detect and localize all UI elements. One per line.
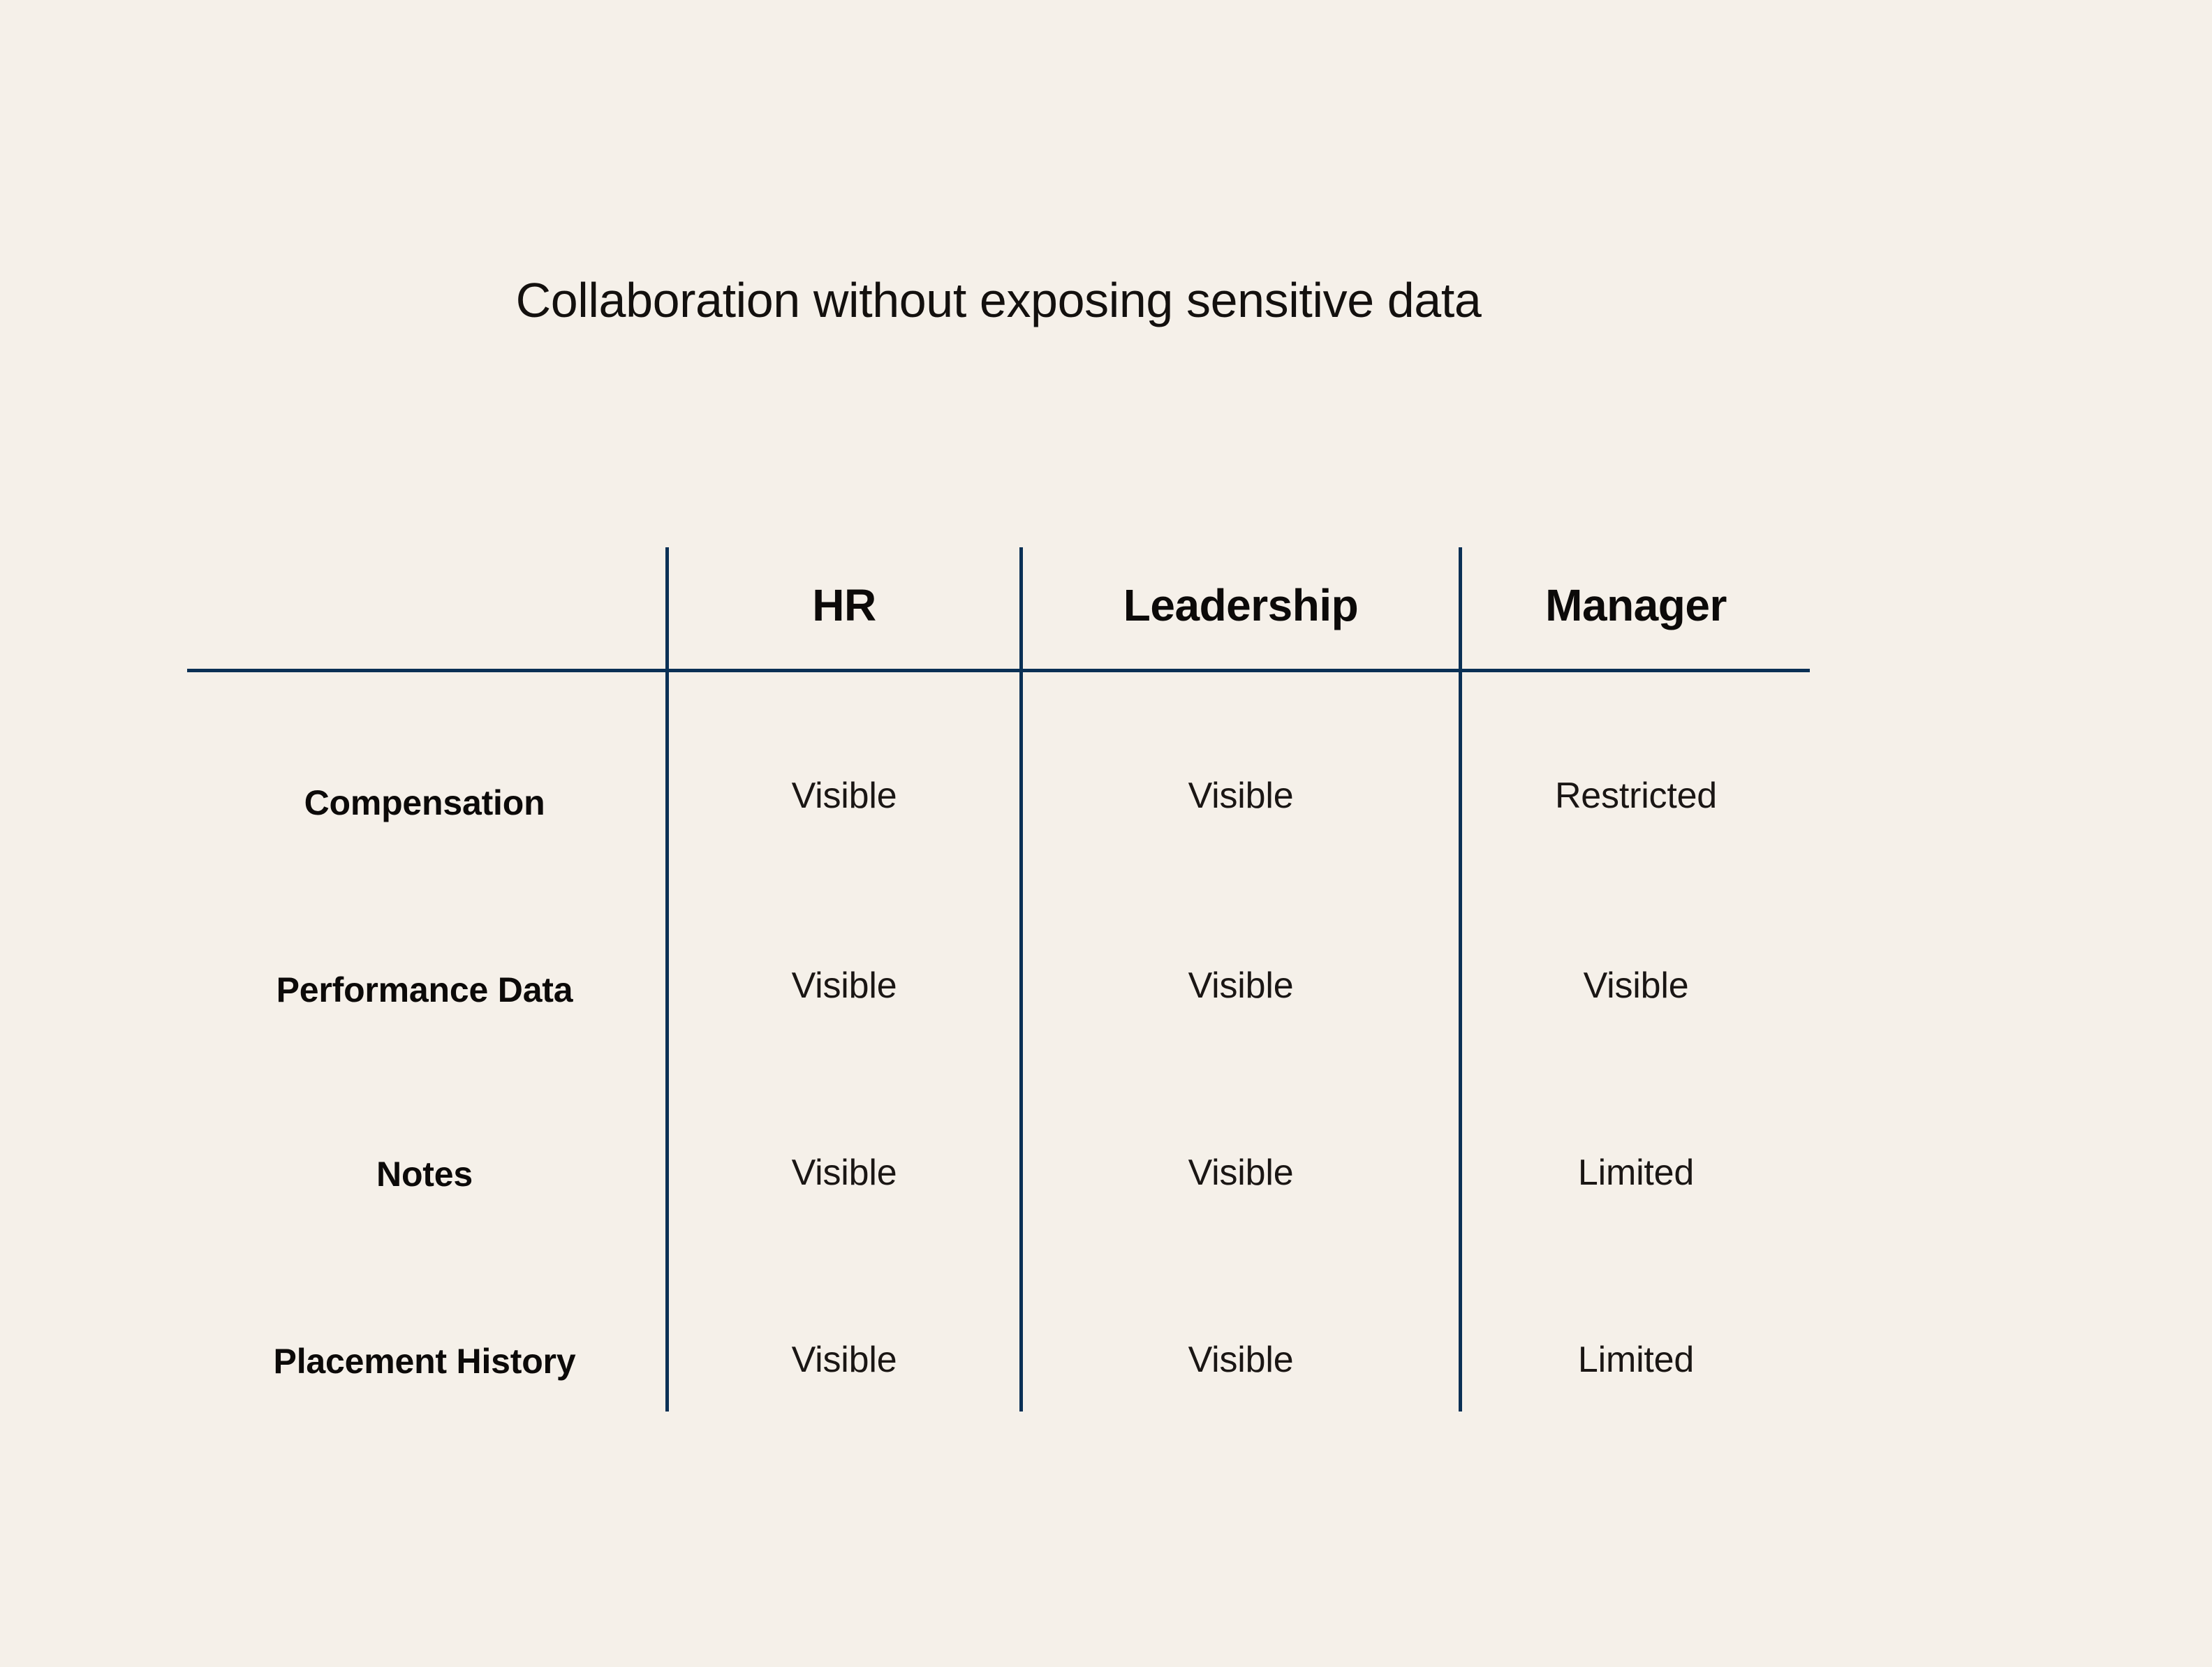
table-cell: Visible: [1188, 1153, 1294, 1193]
table-cell: Visible: [791, 1153, 897, 1193]
table-cell: Visible: [1583, 965, 1689, 1006]
row-label-compensation: Compensation: [304, 783, 545, 822]
column-divider-3: [1459, 547, 1462, 1412]
column-header-leadership: Leadership: [1123, 580, 1359, 630]
column-divider-2: [1019, 547, 1023, 1412]
table-cell: Visible: [1188, 1340, 1294, 1380]
table-cell: Visible: [1188, 776, 1294, 816]
header-divider-line: [187, 669, 1810, 672]
row-label-placement-history: Placement History: [273, 1342, 576, 1381]
column-header-manager: Manager: [1545, 580, 1727, 630]
page-title: Collaboration without exposing sensitive…: [515, 273, 1482, 327]
table-cell: Visible: [1188, 965, 1294, 1006]
column-divider-1: [665, 547, 669, 1412]
column-header-hr: HR: [812, 580, 876, 630]
table-cell: Visible: [791, 1340, 897, 1380]
row-label-notes: Notes: [376, 1155, 473, 1194]
table-cell: Visible: [791, 965, 897, 1006]
table-cell: Limited: [1577, 1340, 1695, 1380]
row-label-performance-data: Performance Data: [276, 970, 573, 1009]
table-cell: Restricted: [1554, 776, 1718, 816]
table-cell: Limited: [1577, 1153, 1695, 1193]
table-cell: Visible: [791, 776, 897, 816]
